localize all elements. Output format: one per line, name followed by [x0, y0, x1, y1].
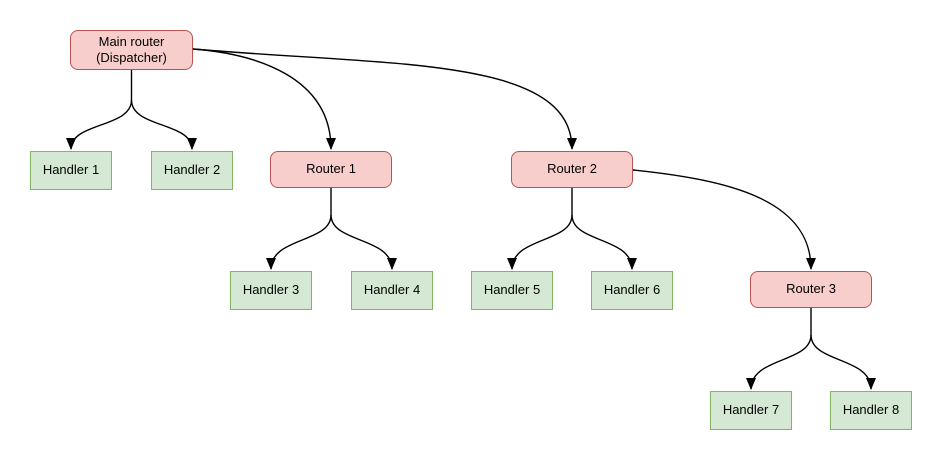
node-handler-4-label: Handler 4: [363, 282, 421, 298]
node-router-3-label: Router 3: [786, 281, 836, 297]
node-main-router-label: Main router (Dispatcher): [96, 33, 167, 65]
edge-router-2-to-handler-6: [571, 214, 637, 270]
edge-router-1-to-handler-3: [266, 214, 332, 270]
node-handler-3: Handler 3: [230, 271, 312, 310]
node-handler-4: Handler 4: [351, 271, 433, 310]
edge-main-to-router-2: [192, 48, 577, 150]
node-router-3: Router 3: [750, 271, 872, 308]
edge-main-to-handler-1: [66, 99, 133, 150]
node-handler-6: Handler 6: [591, 271, 673, 310]
node-handler-7-label: Handler 7: [722, 402, 780, 418]
edge-router-1-to-handler-4: [330, 214, 397, 270]
node-router-2: Router 2: [511, 151, 633, 188]
node-router-1-label: Router 1: [306, 161, 356, 177]
node-handler-1-label: Handler 1: [42, 162, 100, 178]
edge-main-to-router-1: [192, 48, 336, 150]
node-handler-2-label: Handler 2: [163, 162, 221, 178]
node-handler-5: Handler 5: [471, 271, 553, 310]
edge-router-3-to-handler-7: [746, 334, 812, 390]
edge-main-to-handler-2: [130, 99, 197, 150]
node-handler-5-label: Handler 5: [483, 282, 541, 298]
node-handler-6-label: Handler 6: [603, 282, 661, 298]
edge-router-3-to-handler-8: [810, 334, 876, 390]
edge-router-2-to-handler-5: [507, 214, 573, 270]
node-router-2-label: Router 2: [547, 161, 597, 177]
node-handler-8: Handler 8: [830, 391, 912, 430]
node-handler-8-label: Handler 8: [842, 402, 900, 418]
edge-router-2-to-router-3: [632, 169, 816, 270]
node-handler-1: Handler 1: [30, 151, 112, 190]
node-handler-7: Handler 7: [710, 391, 792, 430]
node-router-1: Router 1: [270, 151, 392, 188]
node-handler-2: Handler 2: [151, 151, 233, 190]
node-main-router: Main router (Dispatcher): [70, 30, 193, 70]
node-handler-3-label: Handler 3: [242, 282, 300, 298]
